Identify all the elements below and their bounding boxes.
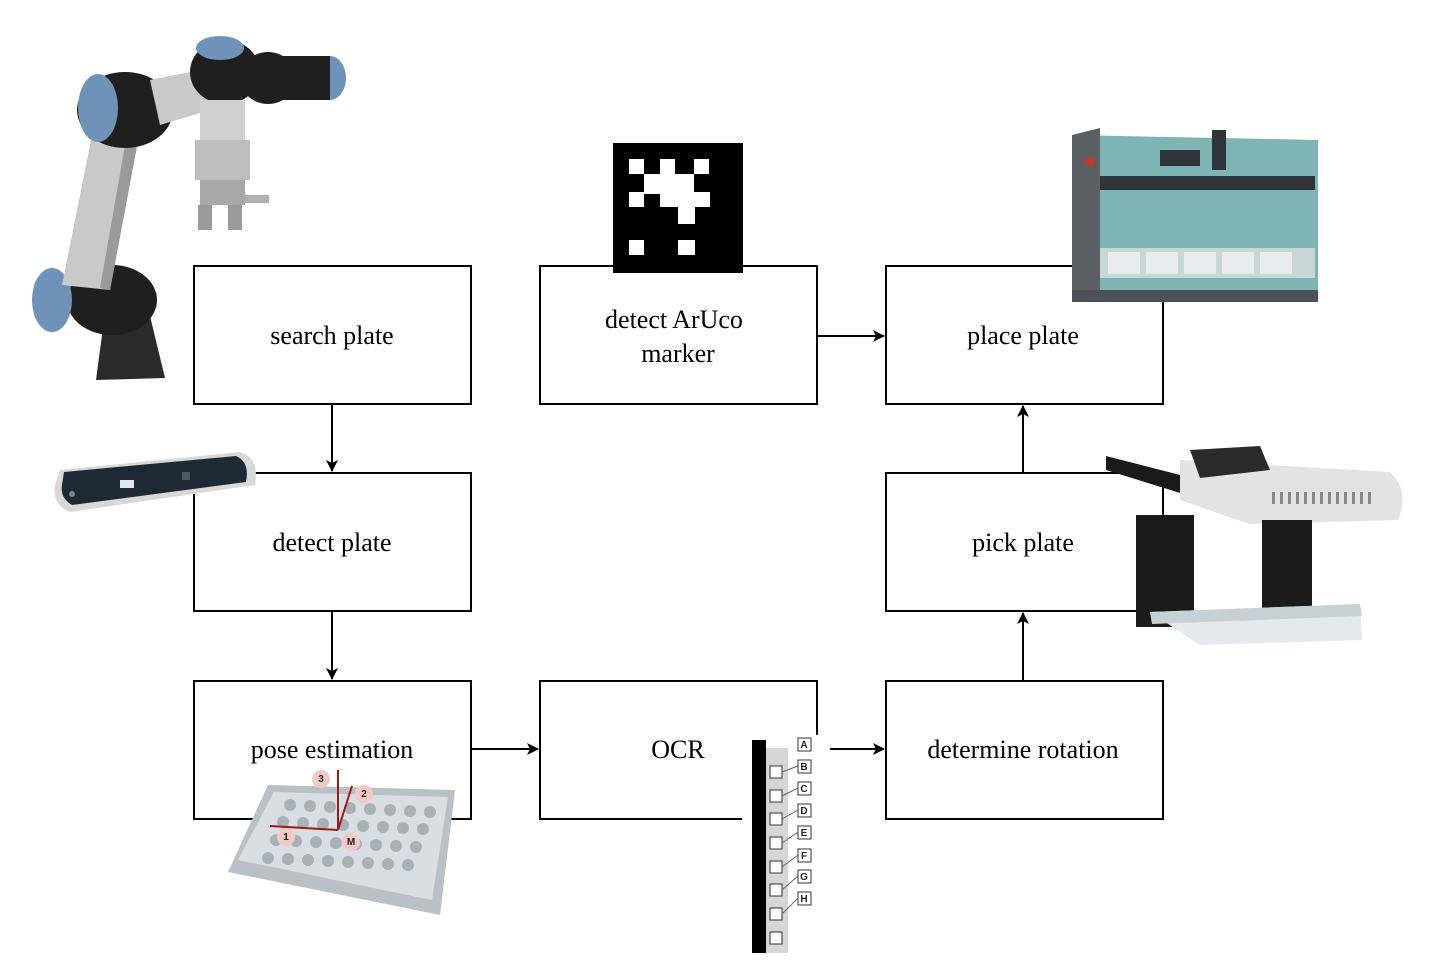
ocr-letter-c: C — [800, 784, 807, 795]
depth-camera-icon — [54, 452, 256, 512]
ocr-letter-a: A — [800, 740, 807, 751]
node-rotation-label: determine rotation — [927, 735, 1118, 764]
pose-axis-label-m: M — [347, 837, 355, 848]
ocr-letter-g: G — [800, 872, 808, 883]
node-place: place plate — [885, 265, 1164, 405]
node-aruco-label-line1: detect ArUco — [605, 305, 743, 334]
ocr-letter-e: E — [801, 828, 808, 839]
node-ocr-label: OCR — [651, 735, 705, 764]
ocr-letter-d: D — [800, 806, 807, 817]
node-search-label: search plate — [270, 321, 393, 350]
node-rotation: determine rotation — [885, 680, 1164, 820]
node-detect: detect plate — [193, 472, 472, 612]
node-pose-label: pose estimation — [251, 735, 413, 764]
well-plate-icon: 1 2 3 M — [228, 770, 455, 915]
ocr-letter-h: H — [800, 894, 807, 905]
gripper-icon — [1106, 446, 1403, 645]
node-pick-label: pick plate — [972, 528, 1074, 557]
ocr-strip-icon: A B C D E F G H — [742, 735, 830, 955]
node-detect-label: detect plate — [272, 528, 391, 557]
node-aruco: detect ArUco marker — [539, 265, 818, 405]
ocr-letter-b: B — [800, 762, 807, 773]
node-aruco-label-line2: marker — [641, 339, 715, 368]
node-pick: pick plate — [885, 472, 1164, 612]
ocr-letter-f: F — [801, 851, 807, 862]
robot-arm-icon — [32, 36, 346, 380]
aruco-marker-icon — [613, 143, 743, 273]
node-search: search plate — [193, 265, 472, 405]
node-place-label: place plate — [967, 321, 1079, 350]
pose-axis-label-3: 3 — [318, 774, 324, 785]
lab-instrument-icon — [1072, 128, 1318, 302]
pose-axis-label-1: 1 — [283, 832, 289, 843]
pose-axis-label-2: 2 — [361, 789, 367, 800]
